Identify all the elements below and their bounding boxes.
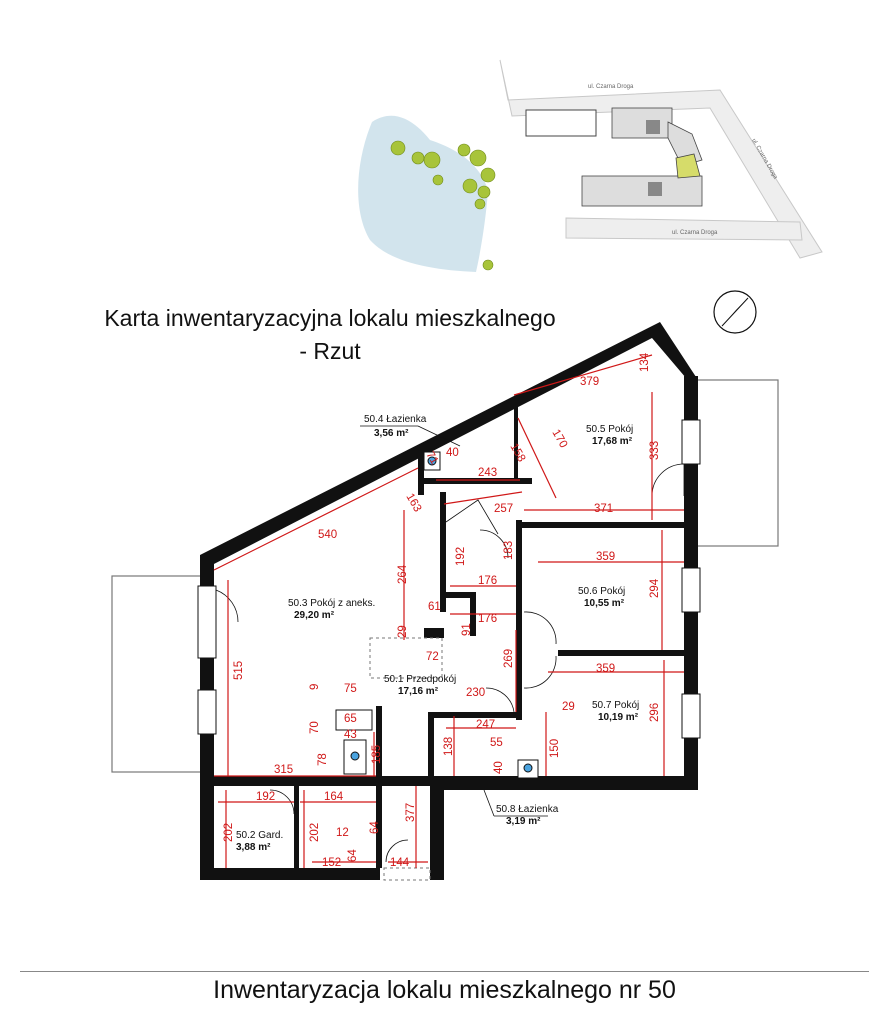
dim-label: 379 bbox=[580, 376, 599, 388]
footer-divider bbox=[20, 971, 869, 972]
trees bbox=[390, 140, 496, 271]
dim-label: 150 bbox=[549, 739, 561, 758]
dim-label: 247 bbox=[476, 719, 495, 731]
dim-label: 192 bbox=[455, 547, 467, 566]
dim-label: 61 bbox=[428, 601, 441, 613]
dim-label: 164 bbox=[324, 791, 344, 803]
dim-label: 264 bbox=[397, 564, 409, 584]
dim-label: 371 bbox=[594, 503, 613, 515]
dim-label: 269 bbox=[503, 649, 515, 668]
dim-label: 170 bbox=[549, 428, 569, 451]
site-plan: ul. Czarna Droga ul. Czarna Droga ul. Cz… bbox=[358, 59, 823, 272]
dim-label: 333 bbox=[649, 441, 661, 460]
dim-label: 230 bbox=[466, 687, 485, 699]
room-labels: 50.1 Przedpokój 17,16 m² 50.2 Gard. 3,88… bbox=[236, 414, 639, 853]
dim-label: 70 bbox=[309, 721, 321, 734]
page-subtitle: - Rzut bbox=[299, 338, 361, 364]
dim-label: 138 bbox=[443, 737, 455, 756]
room-area-50-4: 3,56 m² bbox=[374, 428, 409, 439]
dim-label: 315 bbox=[274, 764, 293, 776]
room-area-50-1: 17,16 m² bbox=[398, 686, 439, 697]
dim-label: 29 bbox=[397, 625, 409, 638]
dim-label: 377 bbox=[405, 803, 417, 822]
apartment-highlight bbox=[675, 153, 701, 179]
page-title: Karta inwentaryzacyjna lokalu mieszkalne… bbox=[104, 305, 556, 331]
dim-label: 64 bbox=[369, 821, 381, 834]
dim-label: 43 bbox=[344, 729, 357, 741]
dim-label: 134 bbox=[639, 352, 651, 372]
dim-label: 158 bbox=[507, 442, 527, 465]
dim-label: 359 bbox=[596, 663, 615, 675]
street-road-bottom bbox=[565, 217, 803, 241]
dim-label: 202 bbox=[223, 823, 235, 842]
dim-label: 192 bbox=[256, 791, 275, 803]
dim-label: 144 bbox=[390, 857, 410, 869]
dim-label: 202 bbox=[309, 823, 321, 842]
street-label-bottom: ul. Czarna Droga bbox=[672, 230, 718, 236]
dim-label: 40 bbox=[446, 447, 459, 459]
water-area bbox=[358, 115, 488, 272]
building-existing bbox=[525, 109, 597, 137]
leader-lines bbox=[360, 425, 548, 817]
room-name-50-3: 50.3 Pokój z aneks. bbox=[288, 598, 375, 609]
dim-label: 9 bbox=[309, 684, 321, 690]
dim-label: 152 bbox=[322, 857, 341, 869]
room-name-50-6: 50.6 Pokój bbox=[578, 586, 625, 597]
room-name-50-2: 50.2 Gard. bbox=[236, 830, 283, 841]
room-name-50-1: 50.1 Przedpokój bbox=[384, 674, 456, 685]
dim-label: 296 bbox=[649, 703, 661, 722]
dim-label: 75 bbox=[344, 683, 357, 695]
dim-label: 91 bbox=[461, 623, 473, 636]
room-area-50-8: 3,19 m² bbox=[506, 816, 541, 827]
dim-label: 176 bbox=[478, 613, 497, 625]
room-name-50-5: 50.5 Pokój bbox=[586, 424, 633, 435]
dim-label: 72 bbox=[426, 651, 439, 663]
dimension-lines bbox=[213, 354, 684, 868]
dim-label: 294 bbox=[649, 578, 661, 598]
dim-label: 183 bbox=[503, 541, 515, 560]
floor-plan: 379 134 170 158 40 71 243 257 333 163 54… bbox=[111, 290, 779, 881]
dim-label: 185 bbox=[371, 745, 383, 764]
room-area-50-7: 10,19 m² bbox=[598, 712, 639, 723]
dimension-labels: 379 134 170 158 40 71 243 257 333 163 54… bbox=[223, 352, 661, 869]
dim-label: 64 bbox=[347, 849, 359, 862]
room-area-50-6: 10,55 m² bbox=[584, 598, 625, 609]
street-label-top: ul. Czarna Droga bbox=[588, 84, 634, 90]
dim-label: 29 bbox=[562, 701, 575, 713]
dim-label: 359 bbox=[596, 551, 615, 563]
dim-label: 176 bbox=[478, 575, 497, 587]
room-name-50-4: 50.4 Łazienka bbox=[364, 414, 427, 425]
dim-label: 65 bbox=[344, 713, 357, 725]
windows bbox=[197, 419, 701, 739]
fixtures bbox=[335, 451, 539, 779]
room-area-50-2: 3,88 m² bbox=[236, 842, 271, 853]
dim-label: 55 bbox=[490, 737, 503, 749]
dim-label: 515 bbox=[233, 661, 245, 680]
dim-label: 78 bbox=[317, 753, 329, 766]
dim-label: 257 bbox=[494, 503, 513, 515]
dim-label: 540 bbox=[318, 529, 337, 541]
balcony-left bbox=[111, 575, 205, 773]
dim-label: 40 bbox=[493, 761, 505, 774]
dim-label: 12 bbox=[336, 827, 349, 839]
dim-label: 243 bbox=[478, 467, 497, 479]
footer-title: Inwentaryzacja lokalu mieszkalnego nr 50 bbox=[213, 976, 676, 1004]
north-arrow-icon bbox=[713, 290, 757, 334]
balcony-right bbox=[689, 379, 779, 547]
room-area-50-5: 17,68 m² bbox=[592, 436, 633, 447]
inner-walls bbox=[294, 400, 688, 868]
room-name-50-8: 50.8 Łazienka bbox=[496, 804, 559, 815]
dim-label: 71 bbox=[423, 450, 440, 467]
room-area-50-3: 29,20 m² bbox=[294, 610, 335, 621]
room-name-50-7: 50.7 Pokój bbox=[592, 700, 639, 711]
